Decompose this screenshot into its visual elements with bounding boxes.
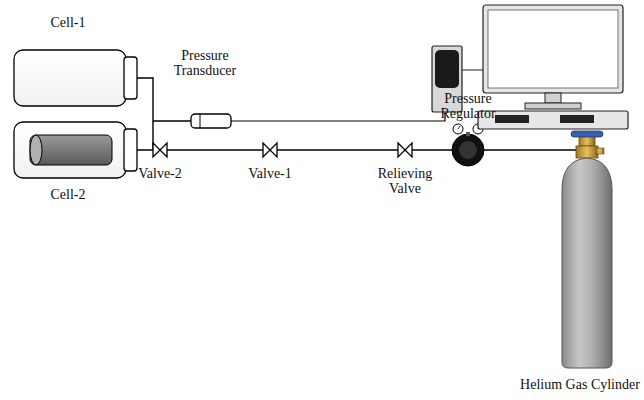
regulator-label: Pressure Regulator: [431, 91, 505, 121]
cell-label: Cell-2: [51, 187, 86, 202]
cell-label: Cell-1: [51, 15, 86, 30]
cylinder-label: Helium Gas Cylinder: [520, 377, 640, 392]
valve-label: Valve-1: [248, 166, 292, 181]
transducer-label: Pressure Transducer: [164, 48, 246, 78]
valve-label: Valve-2: [138, 166, 182, 181]
valve-label: Relieving Valve: [372, 166, 438, 196]
